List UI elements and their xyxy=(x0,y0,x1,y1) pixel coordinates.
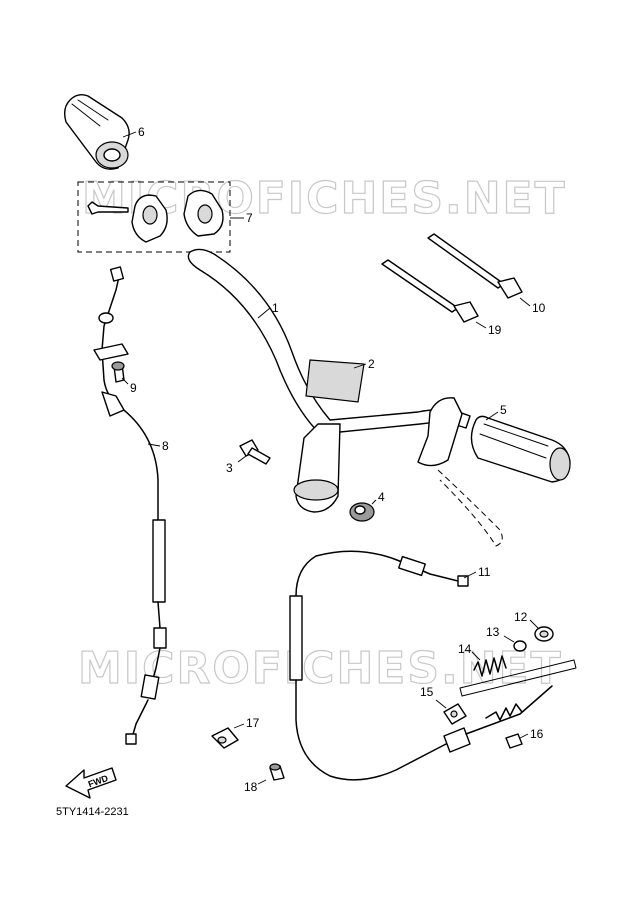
callout-17: 17 xyxy=(246,716,260,730)
callout-18: 18 xyxy=(244,780,258,794)
throttle-cable-part-8[interactable] xyxy=(93,266,167,745)
spring-part-14[interactable] xyxy=(473,655,507,677)
bracket-part-15[interactable] xyxy=(443,703,467,725)
callout-16: 16 xyxy=(530,727,544,741)
cable-tie-part-10[interactable] xyxy=(427,233,523,299)
cable-tie-part-19[interactable] xyxy=(381,259,479,323)
callout-5: 5 xyxy=(500,403,507,417)
adjuster-nut-part-12[interactable] xyxy=(534,626,554,642)
callout-8: 8 xyxy=(162,439,169,453)
callout-1: 1 xyxy=(272,301,279,315)
brake-cable-part-11[interactable] xyxy=(289,550,553,781)
callout-3: 3 xyxy=(226,461,233,475)
grip-part-6[interactable] xyxy=(63,93,130,170)
spring-guide-line xyxy=(459,659,577,697)
diagram-code: 5TY1414-2231 xyxy=(56,806,129,818)
bolt-part-3[interactable] xyxy=(239,439,271,465)
callout-7: 7 xyxy=(246,211,253,225)
assembly-box-7 xyxy=(77,181,231,253)
fwd-arrow-icon: FWD xyxy=(65,767,117,799)
callout-9: 9 xyxy=(130,381,137,395)
throttle-housing-part-7[interactable] xyxy=(87,189,224,243)
bolt-part-16[interactable] xyxy=(505,733,523,749)
nut-part-4[interactable] xyxy=(349,502,375,522)
callout-14: 14 xyxy=(458,642,472,656)
handlebar-part-1[interactable] xyxy=(187,248,471,513)
callout-2: 2 xyxy=(368,357,375,371)
collar-part-13[interactable] xyxy=(513,640,527,652)
grip-part-5[interactable] xyxy=(470,415,571,483)
callout-4: 4 xyxy=(378,490,385,504)
clamp-part-17[interactable] xyxy=(211,727,239,749)
callout-10: 10 xyxy=(532,301,546,315)
callout-15: 15 xyxy=(420,685,434,699)
callout-11: 11 xyxy=(478,565,491,579)
lever-outline xyxy=(437,469,503,547)
cable-end-fitting xyxy=(485,703,523,721)
screw-part-9[interactable] xyxy=(111,361,125,383)
callout-12: 12 xyxy=(514,610,528,624)
screw-part-18[interactable] xyxy=(269,763,285,781)
callout-6: 6 xyxy=(138,125,145,139)
callout-13: 13 xyxy=(486,625,500,639)
handlebar-pad-part-2[interactable] xyxy=(305,359,365,403)
callout-19: 19 xyxy=(488,323,502,337)
